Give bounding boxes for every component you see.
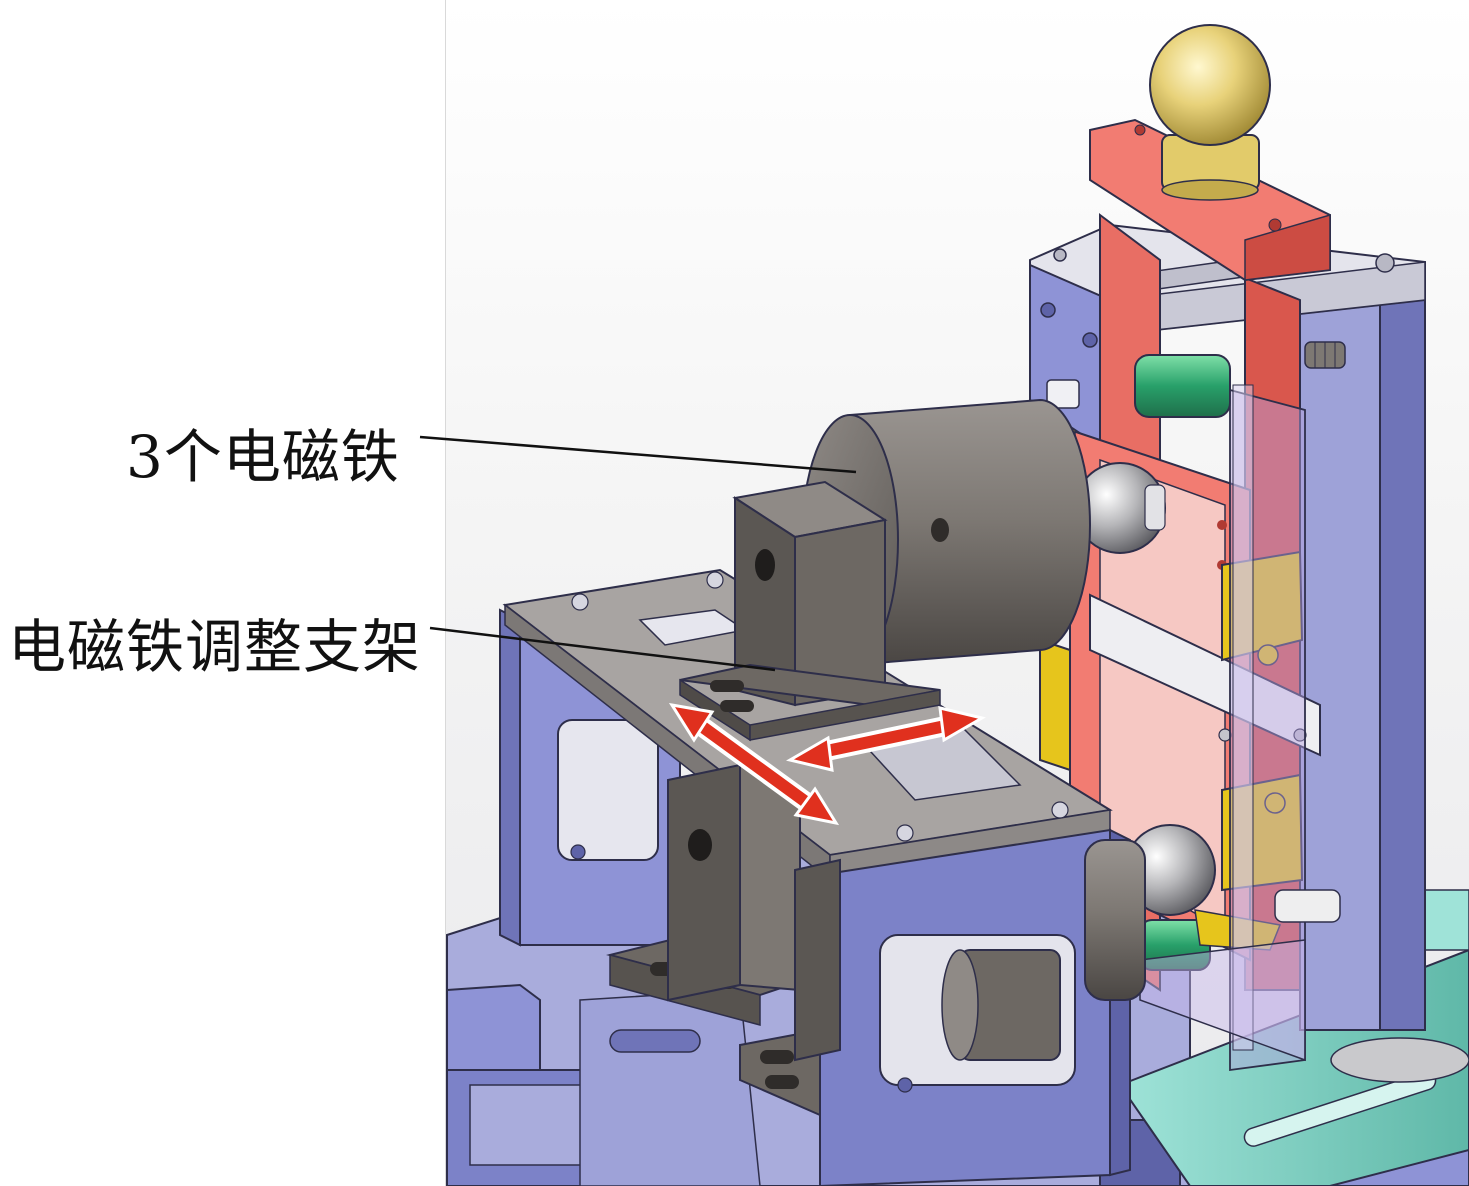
adjust-direction-arrows: [668, 702, 987, 826]
double-headed-arrow-icon: [668, 702, 840, 826]
electromagnets-label: 3个电磁铁: [126, 423, 400, 491]
lower-electromagnet: [941, 839, 1146, 1061]
double-headed-arrow-icon: [785, 706, 987, 772]
leader-line-electromagnets: [419, 435, 857, 474]
gold-knob: [1149, 24, 1271, 201]
leader-line-bracket: [429, 626, 776, 672]
upper-magnet-block: [679, 480, 941, 742]
adjustment-bracket-label: 电磁铁调整支架: [8, 613, 422, 681]
steel-balls: [1074, 462, 1341, 923]
lower-magnet-blocks: [606, 763, 841, 1117]
callout-leader-lines: [419, 435, 857, 672]
